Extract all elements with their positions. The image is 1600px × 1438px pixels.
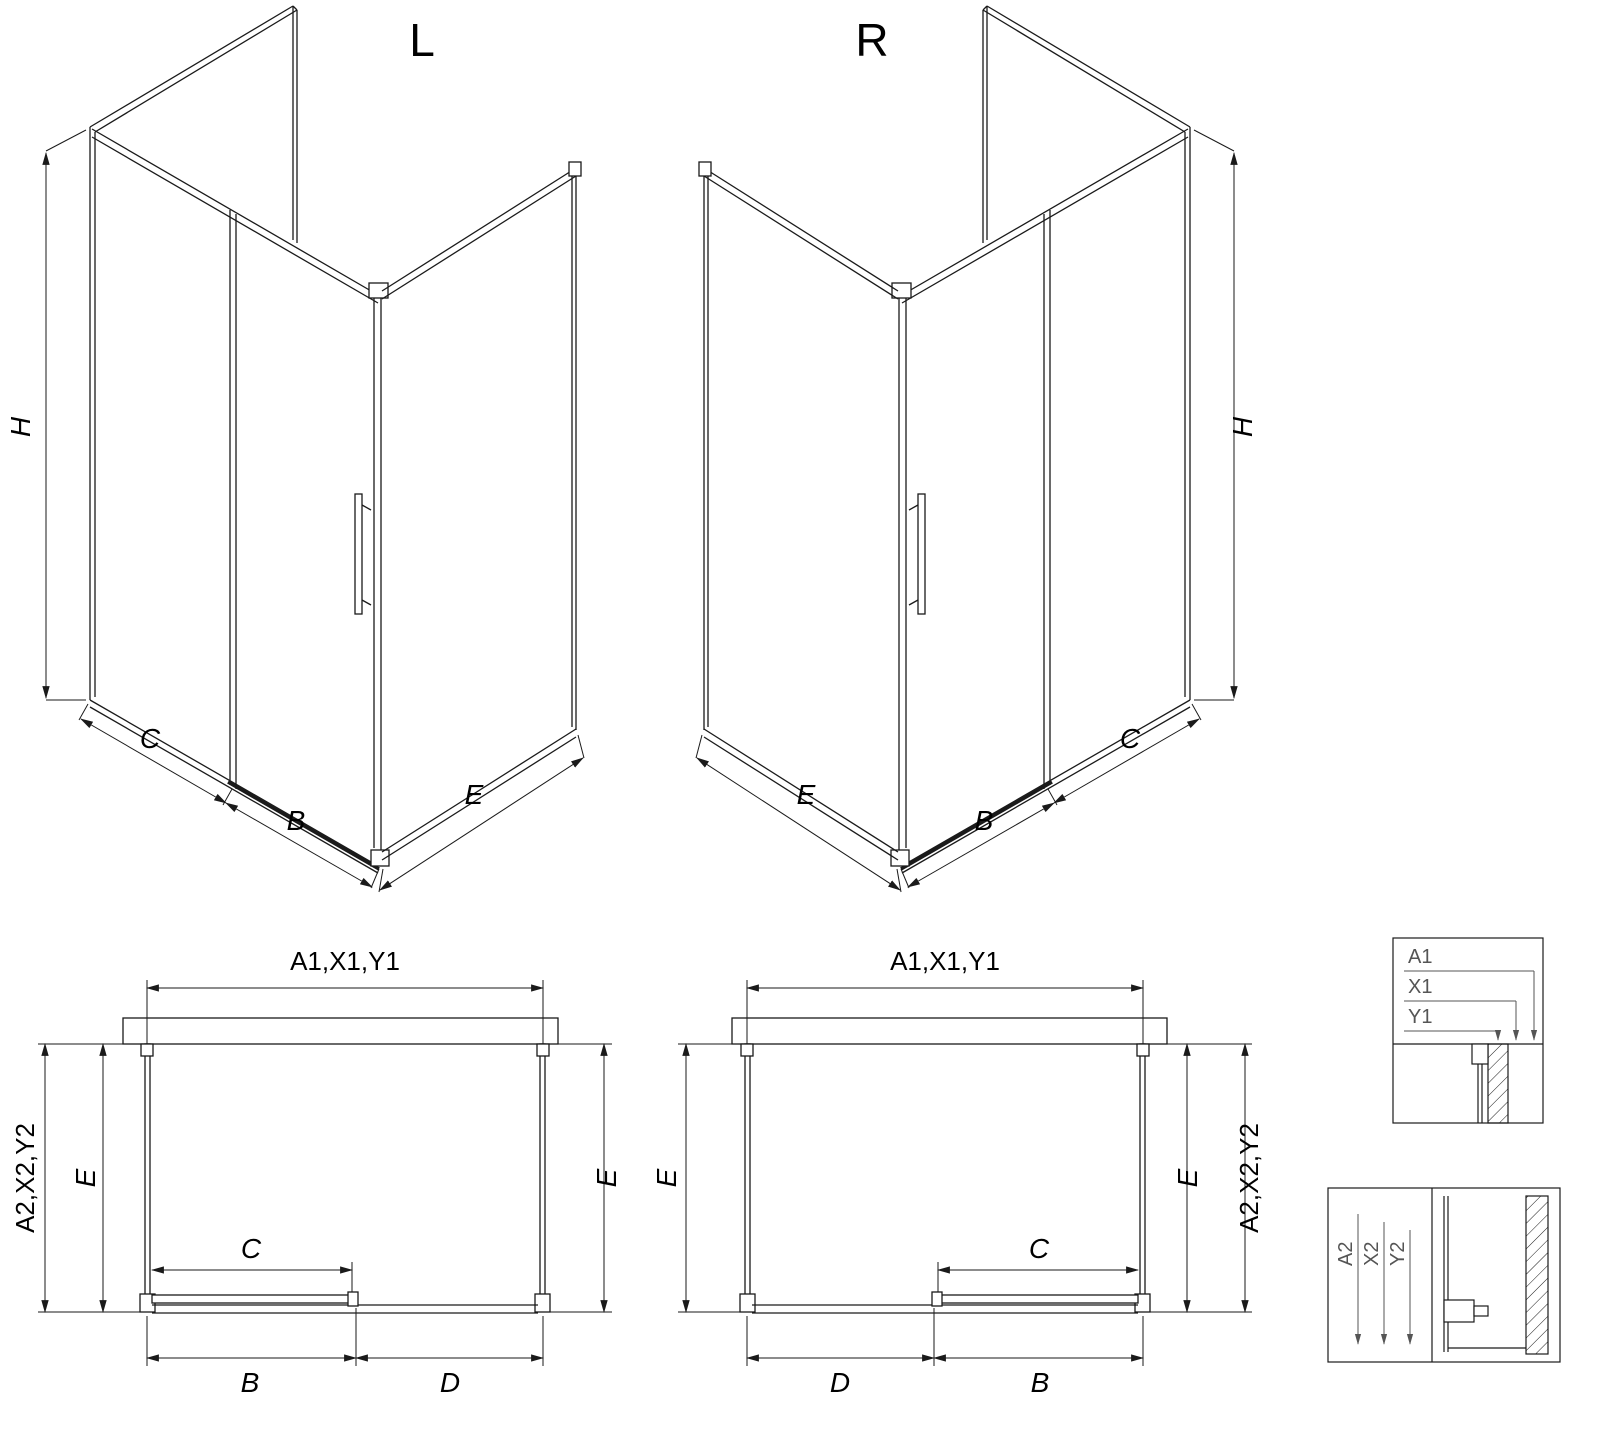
plan-right-dim-e-left: E [651,1168,682,1187]
detail-top-label-x1: X1 [1408,976,1432,998]
plan-left-dim-d: D [440,1367,460,1398]
plan-left-dim-e-right: E [591,1168,622,1187]
detail-bottom-label-a2: A2 [1335,1242,1357,1266]
detail-wall-profile-top: A1 X1 Y1 [1392,937,1544,1124]
plan-view-geometry [38,980,612,1366]
plan-left-dim-a2x2y2: A2,X2,Y2 [10,1123,40,1233]
detail-top-label-a1: A1 [1408,946,1432,968]
detail-bottom-label-y2: Y2 [1387,1242,1409,1266]
plan-right-dim-a2x2y2: A2,X2,Y2 [1234,1123,1264,1233]
iso-right-dim-h: H [1227,416,1258,437]
plan-view-geometry-mirrored [678,980,1252,1366]
plan-right-dim-d: D [830,1367,850,1398]
plan-left-dim-c: C [241,1233,262,1264]
plan-left-dim-b: B [241,1367,260,1398]
iso-right-dim-c: C [1120,723,1141,754]
iso-right-dim-b: B [975,805,994,836]
plan-left-dim-e-inner: E [70,1168,101,1187]
plan-right-dim-e-inner: E [1172,1168,1203,1187]
plan-left-dim-a1x1y1: A1,X1,Y1 [290,946,400,976]
iso-right-dim-e: E [797,779,816,810]
detail-bottom-label-x2: X2 [1361,1242,1383,1266]
detail-floor-profile-bottom: A2 X2 Y2 [1327,1187,1561,1363]
iso-left-dim-c: C [140,723,161,754]
iso-enclosure-geometry-mirrored [696,6,1234,892]
iso-right-title: R [855,14,888,66]
iso-left-dim-e: E [465,779,484,810]
plan-right-dim-c: C [1029,1233,1050,1264]
plan-right-dim-b: B [1031,1367,1050,1398]
plan-right-dim-a1x1y1: A1,X1,Y1 [890,946,1000,976]
detail-top-label-y1: Y1 [1408,1006,1432,1028]
iso-left-title: L [409,14,435,66]
iso-left-dim-h: H [5,416,36,437]
iso-left-dim-b: B [287,805,306,836]
iso-enclosure-geometry [42,5,585,893]
